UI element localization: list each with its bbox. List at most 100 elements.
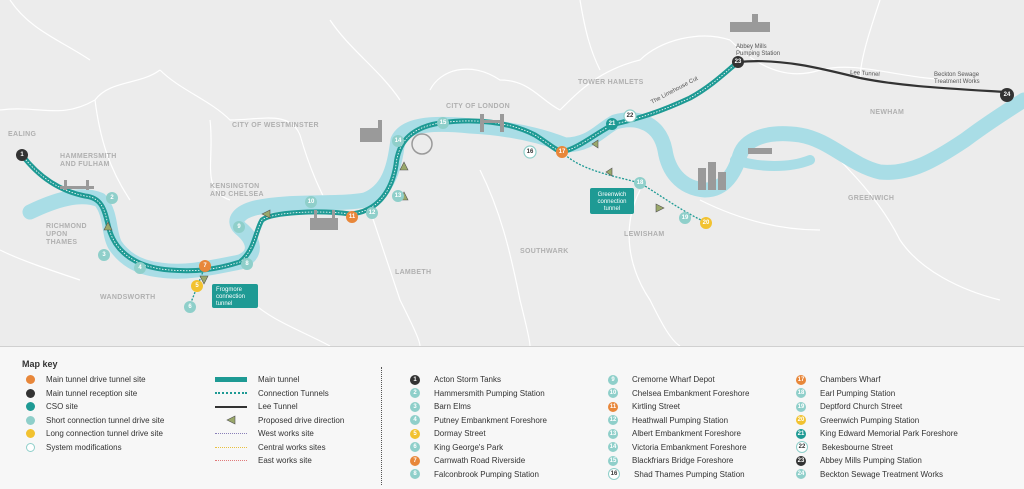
key-site-types: Main tunnel drive tunnel site Main tunne…	[22, 373, 164, 454]
site-marker-1[interactable]: 1	[16, 149, 28, 161]
site-marker-8[interactable]: 8	[241, 258, 253, 270]
key-item: Long connection tunnel drive site	[22, 427, 164, 441]
site-name: Putney Embankment Foreshore	[434, 415, 547, 425]
site-marker-18[interactable]: 18	[634, 177, 646, 189]
region-greenwich: GREENWICH	[848, 195, 894, 202]
key-item: CSO site	[22, 400, 164, 414]
lee-tunnel-line	[737, 60, 1006, 94]
site-badge: 10	[608, 388, 618, 399]
region-newham: NEWHAM	[870, 109, 904, 116]
key-item: System modifications	[22, 441, 164, 455]
site-marker-23[interactable]: 23	[732, 56, 744, 68]
site-marker-22[interactable]: 22	[623, 109, 637, 123]
site-name: Cremorne Wharf Depot	[632, 375, 715, 385]
site-number: 20	[703, 220, 710, 226]
site-number: 12	[369, 210, 376, 216]
site-marker-9[interactable]: 9	[233, 221, 245, 233]
site-marker-7[interactable]: 7	[199, 260, 211, 272]
site-badge: 19	[796, 401, 806, 412]
region-richmond: RICHMOND	[46, 223, 87, 230]
site-marker-20[interactable]: 20	[700, 217, 712, 229]
tunnel-route-map: EALING HAMMERSMITH AND FULHAM RICHMOND U…	[0, 0, 1024, 346]
site-marker-19[interactable]: 19	[679, 212, 691, 224]
site-name: Chambers Wharf	[820, 375, 881, 385]
site-number: 10	[308, 199, 315, 205]
site-number: 11	[349, 214, 356, 220]
key-item: Proposed drive direction	[212, 414, 344, 428]
site-marker-11[interactable]: 11	[346, 211, 358, 223]
site-name: Albert Embankment Foreshore	[632, 429, 741, 439]
borough-boundaries	[0, 0, 1001, 346]
site-name: Carnwath Road Riverside	[434, 456, 526, 466]
site-name: Abbey Mills Pumping Station	[820, 456, 922, 466]
frogmore-callout: Frogmore connection tunnel	[212, 284, 258, 308]
site-name: Shad Thames Pumping Station	[634, 469, 745, 479]
site-badge: 14	[608, 442, 618, 453]
site-name: Deptford Church Street	[820, 402, 903, 412]
site-name: Barn Elms	[434, 402, 471, 412]
site-marker-4[interactable]: 4	[134, 262, 146, 274]
site-marker-16[interactable]: 16	[523, 145, 537, 159]
site-badge: 24	[796, 469, 806, 480]
site-number: 21	[609, 121, 616, 127]
landmark-icons	[60, 14, 772, 230]
site-badge: 11	[608, 401, 618, 412]
site-marker-17[interactable]: 17	[556, 146, 568, 158]
region-and-fulham: AND FULHAM	[60, 161, 110, 168]
key-item: Lee Tunnel	[212, 400, 344, 414]
site-marker-14[interactable]: 14	[392, 135, 404, 147]
region-kensington: KENSINGTON	[210, 183, 260, 190]
site-badge: 15	[608, 455, 618, 466]
site-number: 24	[1004, 92, 1011, 98]
site-badge: 9	[608, 374, 618, 385]
site-number: 1	[20, 152, 24, 158]
key-item: Central works sites	[212, 441, 344, 455]
river-thames-arm	[730, 155, 815, 171]
site-marker-15[interactable]: 15	[437, 117, 449, 129]
site-number: 4	[138, 265, 142, 271]
site-badge: 6	[410, 442, 420, 453]
region-upon: UPON	[46, 231, 67, 238]
site-marker-2[interactable]: 2	[106, 192, 118, 204]
site-marker-3[interactable]: 3	[98, 249, 110, 261]
region-southwark: SOUTHWARK	[520, 248, 569, 255]
site-marker-21[interactable]: 21	[606, 118, 618, 130]
site-marker-24[interactable]: 24	[1000, 88, 1014, 102]
site-name: Heathwall Pumping Station	[632, 415, 729, 425]
site-marker-13[interactable]: 13	[392, 190, 404, 202]
site-badge: 8	[410, 469, 420, 480]
label-beckton-2: Treatment Works	[934, 79, 980, 85]
site-badge: 20	[796, 415, 806, 426]
site-marker-12[interactable]: 12	[366, 207, 378, 219]
site-badge: 4	[410, 415, 420, 426]
site-number: 19	[682, 215, 689, 221]
site-marker-5[interactable]: 5	[191, 280, 203, 292]
london-eye-icon	[411, 133, 433, 155]
site-number: 5	[195, 283, 199, 289]
site-name: Victoria Embankment Foreshore	[632, 442, 747, 452]
site-marker-10[interactable]: 10	[305, 196, 317, 208]
site-marker-6[interactable]: 6	[184, 301, 196, 313]
region-hammersmith: HAMMERSMITH	[60, 153, 117, 160]
map-key: Map key Main tunnel drive tunnel site Ma…	[0, 346, 1024, 489]
site-badge: 12	[608, 415, 618, 426]
key-site-item: 12 Heathwall Pumping Station	[608, 414, 749, 428]
label-lee-tunnel: Lee Tunnel	[850, 70, 880, 78]
region-and-chelsea: AND CHELSEA	[210, 191, 264, 198]
greenwich-callout: Greenwich connection tunnel	[590, 188, 634, 214]
svg-text:connection: connection	[216, 294, 245, 300]
label-abbey-mills: Abbey Mills	[736, 44, 767, 50]
svg-text:Greenwich: Greenwich	[598, 192, 627, 198]
